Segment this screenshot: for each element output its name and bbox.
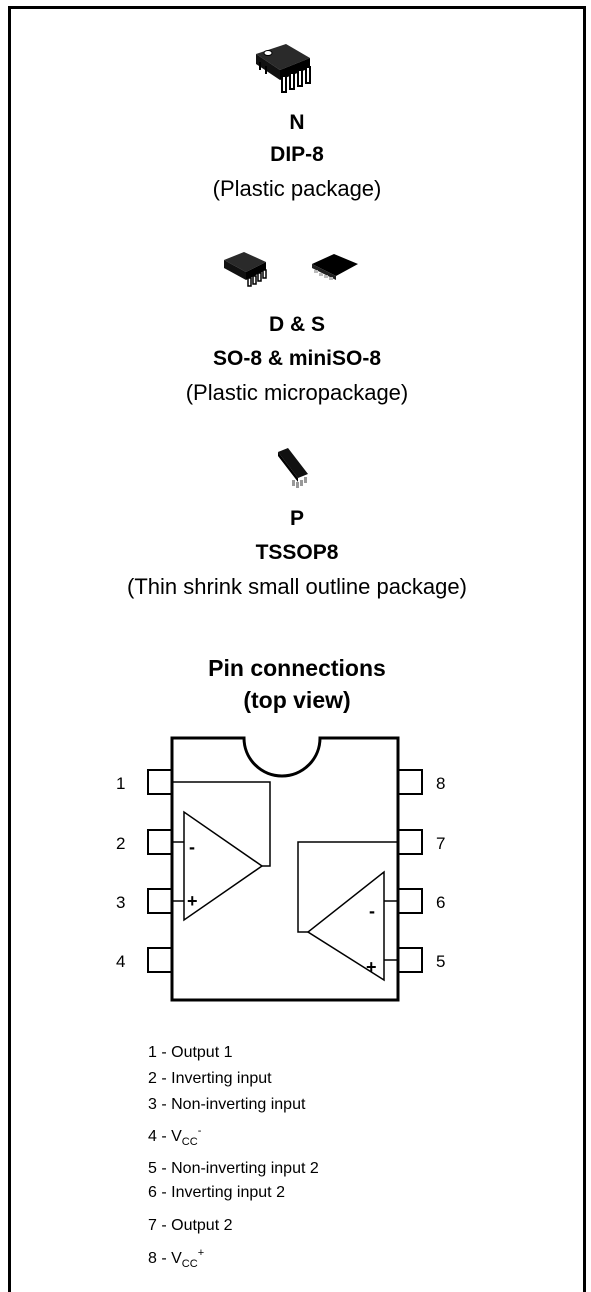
so8-package-icon xyxy=(224,252,267,287)
pin-number-2: 2 xyxy=(116,834,125,853)
page-frame xyxy=(8,6,586,1292)
pin-3 xyxy=(147,888,173,914)
pin-legend-item: 2 - Inverting input xyxy=(148,1070,272,1087)
opamp-1-plus: + xyxy=(187,891,198,911)
pin-number-1: 1 xyxy=(116,774,125,793)
pin-2 xyxy=(147,829,173,855)
pin-legend-item: 6 - Inverting input 2 xyxy=(148,1184,285,1201)
pin-connections-title: Pin connections xyxy=(208,655,386,681)
package-name: DIP-8 xyxy=(270,143,324,166)
opamp-2 xyxy=(306,870,385,982)
pin-6 xyxy=(397,888,423,914)
pin-number-5: 5 xyxy=(436,952,445,971)
pin-number-7: 7 xyxy=(436,834,445,853)
pin-7 xyxy=(397,829,423,855)
pin-legend-item: 3 - Non-inverting input xyxy=(148,1096,306,1113)
tssop8-package-icon xyxy=(278,448,308,488)
minisso8-package-icon xyxy=(312,254,358,280)
pin-8 xyxy=(397,769,423,795)
pin-number-3: 3 xyxy=(116,893,125,912)
pin-legend-item: 4 - VCC- xyxy=(148,1125,202,1148)
package-name: TSSOP8 xyxy=(255,541,339,564)
pin-legend-item: 5 - Non-inverting input 2 xyxy=(148,1160,319,1177)
opamp-1-minus: - xyxy=(189,837,195,857)
pin-5 xyxy=(397,947,423,973)
package-code: D & S xyxy=(268,313,325,336)
package-description: (Thin shrink small outline package) xyxy=(127,574,467,599)
pin-4 xyxy=(147,947,173,973)
opamp-2-minus: - xyxy=(369,901,375,921)
opamp-1 xyxy=(183,810,264,922)
pin-1 xyxy=(147,769,173,795)
pin-legend-item: 8 - VCC+ xyxy=(148,1247,205,1270)
pin-legend-item: 1 - Output 1 xyxy=(148,1044,233,1061)
package-body xyxy=(170,736,400,1002)
opamp-2-plus: + xyxy=(366,957,377,977)
package-code: P xyxy=(289,507,304,530)
pin-diagram: 1 2 3 4 8 7 6 5 - + - + xyxy=(116,736,445,1002)
pin-number-4: 4 xyxy=(116,952,125,971)
package-description: (Plastic micropackage) xyxy=(185,380,409,405)
package-code: N xyxy=(289,111,305,134)
pin-connections-subtitle: (top view) xyxy=(243,687,351,713)
pin-number-6: 6 xyxy=(436,893,445,912)
pin-number-8: 8 xyxy=(436,774,445,793)
package-name: SO-8 & miniSO-8 xyxy=(212,347,382,370)
pin-legend-item: 7 - Output 2 xyxy=(148,1217,233,1234)
package-description: (Plastic package) xyxy=(212,176,382,201)
dip8-package-icon xyxy=(256,44,311,93)
